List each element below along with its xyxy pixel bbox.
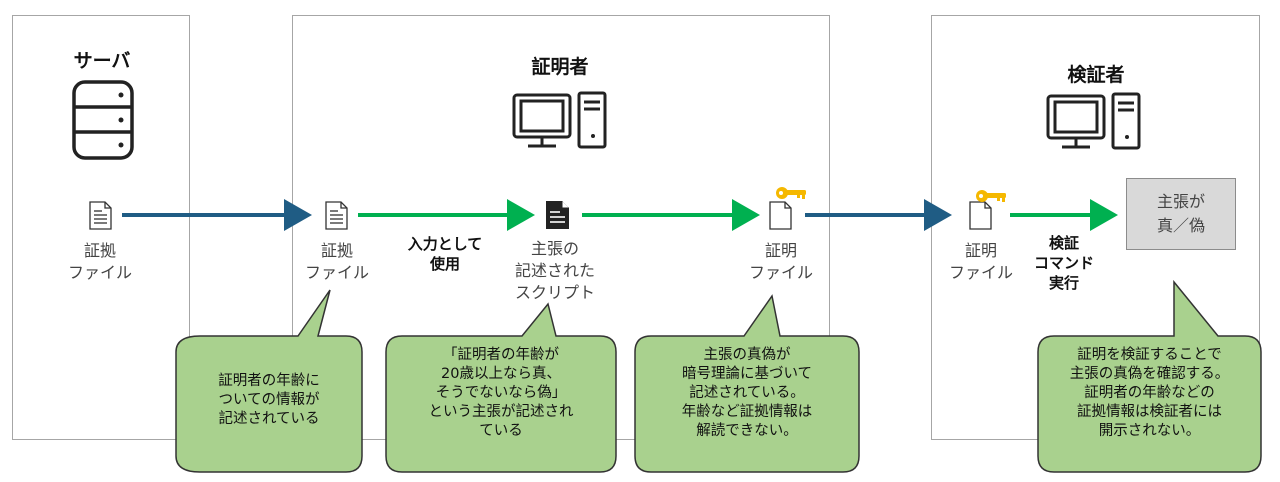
callout-text: 「証明者の年齢が 20歳以上なら真、 そうでないなら偽」 という主張が記述され … [428,347,574,439]
prover-proof-label: 証明 ファイル [748,241,813,282]
callout-text: 証明を検証することで 主張の真偽を確認する。 証明者の年齢などの 証拠情報は検証… [1069,347,1230,439]
document-icon [89,201,112,230]
document-icon [325,201,348,230]
verifier-title: 検証者 [1067,64,1125,86]
key-icon [976,190,1006,202]
callout-text: 証明者の年齢に ついての情報が 記述されている [218,373,320,427]
server-title: サーバ [73,50,131,72]
script-label: 主張の 記述された スクリプト [514,239,595,302]
prover-evidence-label: 証拠 ファイル [304,241,369,282]
callout-bubble [1037,279,1262,473]
verify-command-label: 検証 コマンド 実行 [1033,234,1094,292]
key-icon [776,187,806,199]
computer-icon [512,91,607,149]
proof-document-icon [769,201,792,230]
callout-bubble [175,289,363,473]
server-file-label: 証拠 ファイル [67,241,132,282]
computer-icon [1046,92,1141,150]
use-as-input-label: 入力として 使用 [407,235,483,273]
proof-document-icon [969,201,992,230]
database-icon [72,80,134,160]
verifier-proof-label: 証明 ファイル [948,241,1013,282]
result-box: 主張が 真／偽 [1126,178,1236,250]
callout-text: 主張の真偽が 暗号理論に基づいて 記述されている。 年齢など証拠情報は 解読でき… [681,347,813,439]
script-document-icon [546,201,569,229]
callout-bubble [634,294,860,473]
callout-bubble [385,302,617,473]
prover-title: 証明者 [531,56,589,78]
